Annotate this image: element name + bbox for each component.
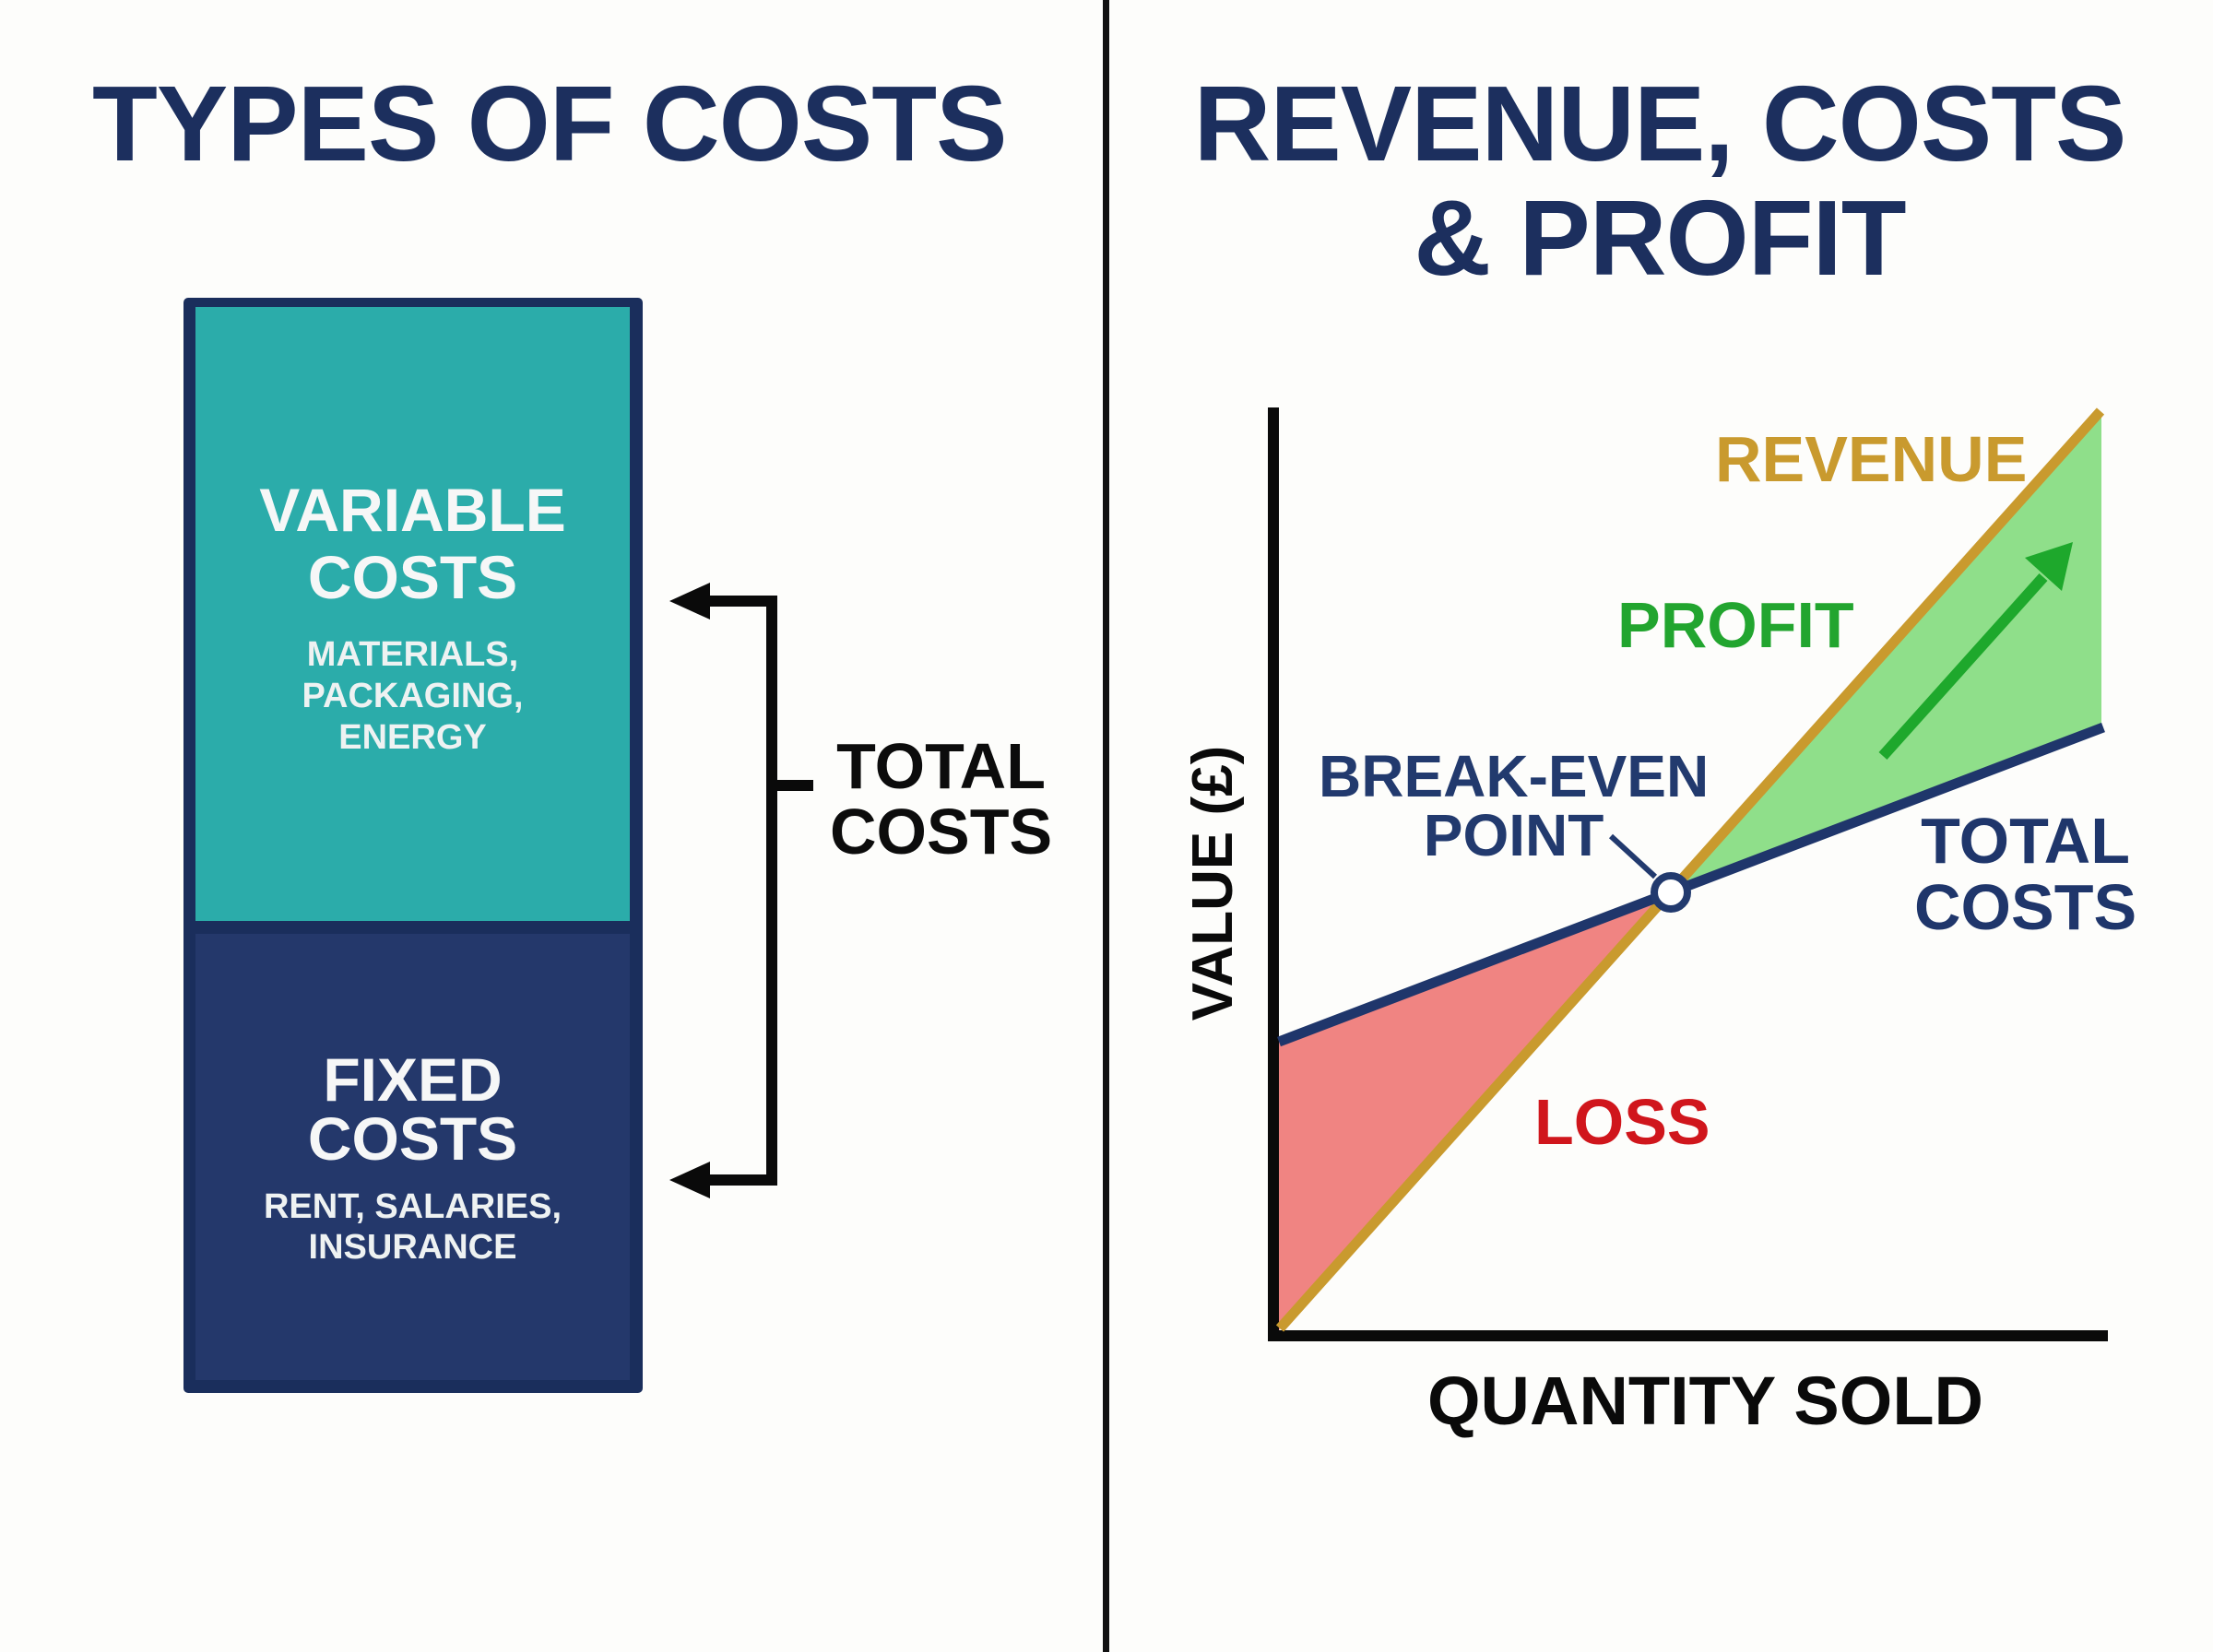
right-panel-title-line2: & PROFIT bbox=[1414, 178, 1906, 298]
total-costs-bracket-label-line1: TOTAL bbox=[836, 730, 1046, 802]
total-costs-label-line1: TOTAL bbox=[1921, 805, 2130, 877]
left-panel-title: TYPES OF COSTS bbox=[92, 64, 1007, 183]
fixed-costs-example-1: RENT, SALARIES, bbox=[263, 1187, 562, 1226]
revenue-line bbox=[1275, 407, 2105, 1332]
breakeven-label-line1: BREAK-EVEN bbox=[1319, 743, 1710, 809]
cost-stack-box: VARIABLE COSTS MATERIALS, PACKAGING, ENE… bbox=[183, 298, 643, 1393]
y-axis-label: VALUE (£) bbox=[1181, 745, 1245, 1021]
variable-costs-block: VARIABLE COSTS MATERIALS, PACKAGING, ENE… bbox=[195, 307, 630, 921]
panel-divider bbox=[1103, 0, 1109, 1652]
profit-label: PROFIT bbox=[1617, 589, 1854, 661]
total-costs-line-label: TOTAL COSTS bbox=[1914, 808, 2136, 940]
total-costs-bracket-label-line2: COSTS bbox=[830, 796, 1053, 867]
total-costs-label-line2: COSTS bbox=[1914, 871, 2137, 943]
variable-costs-title-line2: COSTS bbox=[307, 543, 518, 611]
fixed-costs-title-line1: FIXED bbox=[323, 1045, 503, 1114]
x-axis-label: QUANTITY SOLD bbox=[1427, 1363, 1983, 1439]
variable-costs-example-1: MATERIALS, bbox=[306, 635, 519, 674]
breakeven-point-marker bbox=[1651, 872, 1691, 913]
fixed-costs-title-line2: COSTS bbox=[307, 1104, 518, 1173]
breakeven-leader-line bbox=[1608, 833, 1658, 879]
loss-label: LOSS bbox=[1534, 1086, 1710, 1158]
fixed-costs-example-2: INSURANCE bbox=[308, 1228, 517, 1267]
total-costs-line bbox=[1277, 722, 2105, 1047]
bracket-arrows-icon bbox=[669, 583, 813, 1198]
total-costs-bracket-label: TOTAL COSTS bbox=[830, 734, 1052, 865]
revenue-label: REVENUE bbox=[1715, 423, 2028, 495]
breakeven-label-line2: POINT bbox=[1423, 802, 1604, 868]
right-panel-title-line1: REVENUE, COSTS bbox=[1193, 64, 2127, 183]
variable-costs-title-line1: VARIABLE bbox=[259, 476, 566, 544]
breakeven-point-label: BREAK-EVEN POINT bbox=[1319, 747, 1709, 865]
fixed-costs-block: FIXED COSTS RENT, SALARIES, INSURANCE bbox=[195, 934, 630, 1380]
variable-costs-example-2: PACKAGING, bbox=[302, 677, 524, 715]
variable-costs-example-3: ENERGY bbox=[338, 718, 487, 757]
profit-growth-arrow-icon bbox=[1878, 542, 2073, 761]
